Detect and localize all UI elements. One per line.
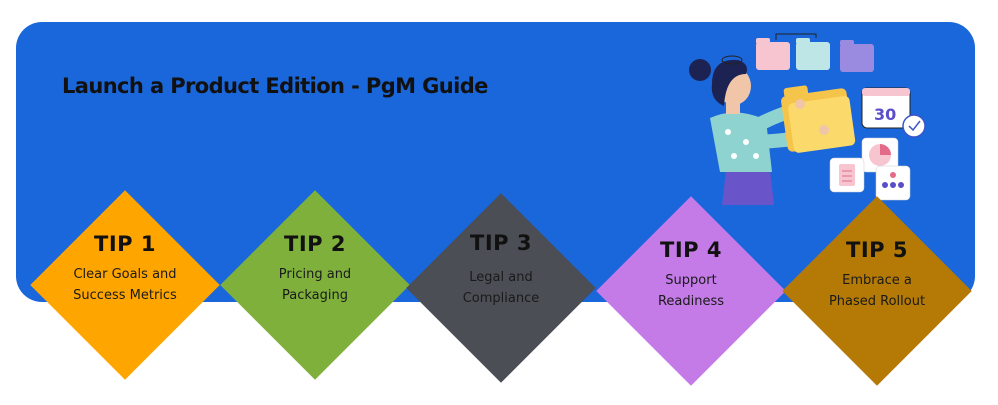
person-with-folder-illustration: 30 [689, 33, 926, 205]
tip-5-text: Embrace a Phased Rollout [828, 273, 926, 309]
tip-2-card: TIP 2 Pricing and Packaging [220, 190, 410, 380]
tip-3-text: Legal and Compliance [462, 270, 540, 306]
calendar-number: 30 [874, 105, 896, 124]
tip-1-label: TIP 1 [94, 232, 156, 256]
team-icon [875, 165, 911, 201]
folder-icon [756, 33, 874, 72]
calendar-icon: 30 [861, 87, 911, 129]
tip-3-card: TIP 3 Legal and Compliance [406, 193, 596, 383]
pie-chart-icon [861, 137, 899, 173]
tip-5-label: TIP 5 [846, 238, 908, 262]
tip-1-card: TIP 1 Clear Goals and Success Metrics [30, 190, 220, 380]
tip-2-text: Pricing and Packaging [278, 267, 352, 303]
clock-icon [902, 114, 926, 138]
tip-4-label: TIP 4 [660, 238, 722, 262]
held-folder-icon [781, 85, 856, 153]
tip-2-label: TIP 2 [284, 232, 346, 256]
tip-3-label: TIP 3 [470, 231, 532, 255]
clipboard-icon [829, 157, 865, 193]
tip-4-text: Support Readiness [657, 273, 725, 309]
tip-4-card: TIP 4 Support Readiness [596, 196, 786, 386]
tip-1-text: Clear Goals and Success Metrics [73, 267, 177, 303]
page-title: Launch a Product Edition - PgM Guide [62, 74, 488, 98]
tip-5-card: TIP 5 Embrace a Phased Rollout [782, 196, 972, 386]
